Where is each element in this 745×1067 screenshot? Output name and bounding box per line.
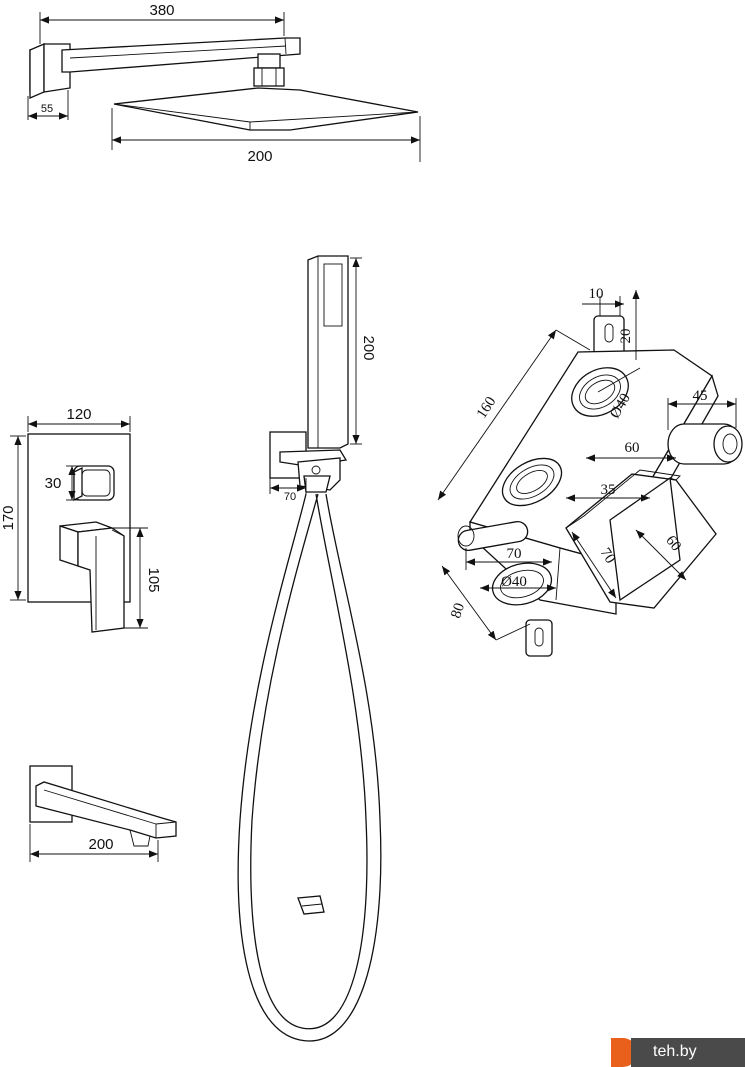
dim-box-port-bottom: Ø40 <box>501 574 527 590</box>
dim-box-tab-height: 20 <box>618 329 634 344</box>
dim-mixer-width: 120 <box>66 406 91 423</box>
concealed-box-drawing <box>457 315 743 657</box>
dim-box-cube-70: 70 <box>597 545 619 566</box>
dimension-lever-height: 105 <box>112 527 162 629</box>
watermark-text: teh.by <box>653 1043 697 1060</box>
dimension-head-width: 200 <box>111 108 421 165</box>
dimension-spout-length: 200 <box>29 824 159 862</box>
dimension-box-stub: 45 <box>667 388 737 430</box>
spout-drawing <box>29 765 177 847</box>
shower-arm-drawing <box>29 37 419 131</box>
dim-arm-flange: 55 <box>41 103 53 115</box>
dimension-box-tab-height: 20 <box>618 290 640 360</box>
watermark-logo: teh.by <box>611 1038 745 1067</box>
dimension-hand-shower-length: 200 <box>350 257 377 445</box>
dimension-box-offset-35: 35 <box>566 482 650 502</box>
dimension-mixer-width: 120 <box>27 406 131 432</box>
dim-box-side-70: 70 <box>507 546 522 562</box>
dim-hand-shower-length: 200 <box>360 335 377 360</box>
dimension-arm-length: 380 <box>39 2 285 44</box>
dimension-box-depth: 80 <box>441 565 531 641</box>
dimension-box-cube-70: 70 <box>571 531 619 599</box>
watermark-badge: teh.by <box>631 1038 745 1067</box>
dim-arm-length: 380 <box>149 2 174 19</box>
dim-box-offset-35: 35 <box>601 482 616 498</box>
dim-knob-size: 30 <box>45 475 62 492</box>
dimension-box-offset-60: 60 <box>586 440 676 462</box>
dim-box-offset-60: 60 <box>625 440 640 456</box>
dim-holder-width: 70 <box>284 491 296 503</box>
dim-box-depth: 80 <box>448 601 468 620</box>
dim-box-tab-width: 10 <box>589 286 604 302</box>
dimension-box-tab-width: 10 <box>582 286 624 316</box>
dimension-knob-size: 30 <box>45 465 82 501</box>
dim-spout-length: 200 <box>88 836 113 853</box>
hand-shower-drawing <box>237 255 382 1042</box>
dim-mixer-height: 170 <box>0 505 17 530</box>
dimension-holder-width: 70 <box>269 478 307 503</box>
dim-head-width: 200 <box>247 148 272 165</box>
dim-box-stub: 45 <box>693 388 708 404</box>
dim-lever-height: 105 <box>145 567 162 592</box>
dimension-box-side-70: 70 <box>465 546 552 570</box>
dimension-arm-flange: 55 <box>27 90 69 120</box>
dimension-mixer-height: 170 <box>0 435 26 601</box>
mixer-plate-drawing <box>27 433 131 633</box>
